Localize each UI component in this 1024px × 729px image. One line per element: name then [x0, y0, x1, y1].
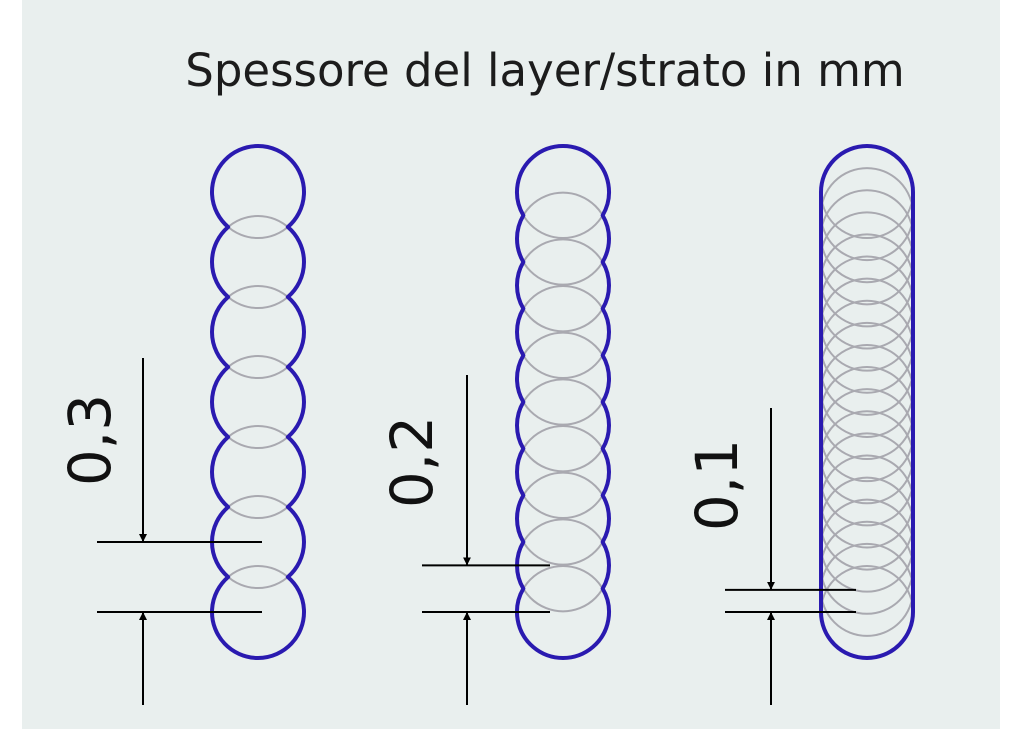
layer-outline — [210, 144, 306, 660]
layer-circle — [820, 520, 914, 615]
layer-stack-0-3: 0,3 — [56, 144, 306, 705]
dimension-label: 0,3 — [56, 394, 124, 486]
dimension-label: 0,1 — [683, 439, 751, 531]
background-panel — [22, 0, 1000, 729]
layer-stack-0-2: 0,2 — [378, 144, 611, 705]
diagram-title: Spessore del layer/strato in mm — [185, 44, 905, 97]
layer-stack-0-1: 0,1 — [683, 144, 915, 705]
layer-outline — [515, 144, 611, 660]
dimension-label: 0,2 — [378, 416, 446, 508]
layer-outline — [819, 144, 915, 660]
